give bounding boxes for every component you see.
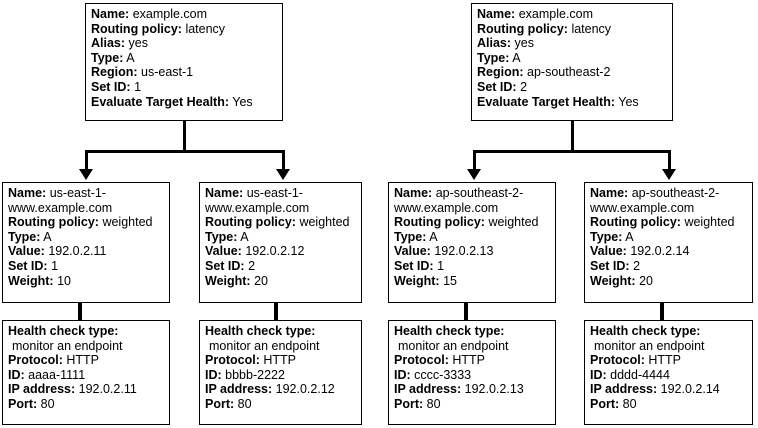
connector-stub-1 (274, 303, 278, 320)
health-check-node-3: Health check type: monitor an endpoint P… (584, 320, 753, 425)
field-region: Region: us-east-1 (91, 65, 194, 80)
field-evaluate-target-health: Evaluate Target Health: Yes (91, 94, 253, 109)
field-ip-address: IP address: 192.0.2.13 (394, 382, 524, 397)
field-set-id: Set ID: 2 (205, 258, 256, 273)
field-weight: Weight: 20 (590, 273, 653, 288)
field-health-check-type: Health check type: (8, 324, 119, 338)
field-weight: Weight: 10 (8, 273, 71, 288)
field-health-check-type-value: monitor an endpoint (594, 338, 705, 353)
connector-branch-right-0 (473, 150, 476, 171)
field-health-check-type-value: monitor an endpoint (209, 338, 320, 353)
field-routing-policy: Routing policy: weighted (8, 215, 153, 230)
field-name-continued: www.example.com (394, 200, 499, 215)
field-id: ID: bbbb-2222 (205, 367, 285, 382)
field-value: Value: 192.0.2.11 (8, 244, 107, 259)
field-set-id: Set ID: 2 (477, 79, 528, 94)
field-name: Name: us-east-1- (205, 186, 303, 200)
field-name-continued: www.example.com (205, 200, 310, 215)
health-check-node-1: Health check type: monitor an endpoint P… (199, 320, 362, 425)
field-weight: Weight: 20 (205, 273, 268, 288)
connector-stub-2 (464, 303, 468, 320)
field-weight: Weight: 15 (394, 273, 457, 288)
arrowhead-left-0 (79, 169, 93, 180)
field-id: ID: aaaa-1111 (8, 367, 86, 382)
field-ip-address: IP address: 192.0.2.14 (590, 382, 720, 397)
connector-trunk-left (183, 121, 186, 153)
field-name-continued: www.example.com (590, 200, 695, 215)
alias-record-node-1: Name: example.com Routing policy: latenc… (471, 3, 673, 121)
health-check-node-2: Health check type: monitor an endpoint P… (388, 320, 556, 425)
connector-branch-left-1 (282, 150, 285, 171)
field-port: Port: 80 (394, 396, 441, 411)
arrowhead-right-1 (662, 169, 676, 180)
field-set-id: Set ID: 2 (590, 258, 641, 273)
field-protocol: Protocol: HTTP (205, 353, 296, 368)
field-evaluate-target-health: Evaluate Target Health: Yes (477, 94, 639, 109)
connector-stub-3 (660, 303, 664, 320)
field-name: Name: example.com (477, 7, 594, 21)
field-health-check-type: Health check type: (205, 324, 316, 338)
field-port: Port: 80 (8, 396, 55, 411)
weighted-record-node-3: Name: ap-southeast-2- www.example.com Ro… (584, 182, 753, 303)
connector-stub-0 (78, 303, 82, 320)
field-name: Name: ap-southeast-2- (394, 186, 524, 200)
field-type: Type: A (477, 50, 521, 65)
field-value: Value: 192.0.2.13 (394, 244, 494, 259)
weighted-record-node-0: Name: us-east-1- www.example.com Routing… (2, 182, 170, 303)
field-region: Region: ap-southeast-2 (477, 65, 611, 80)
field-name: Name: ap-southeast-2- (590, 186, 720, 200)
connector-branch-right-1 (668, 150, 671, 171)
field-type: Type: A (8, 229, 52, 244)
field-routing-policy: Routing policy: weighted (590, 215, 735, 230)
weighted-record-node-2: Name: ap-southeast-2- www.example.com Ro… (388, 182, 556, 303)
field-name-continued: www.example.com (8, 200, 113, 215)
field-name: Name: example.com (91, 7, 208, 21)
weighted-record-node-1: Name: us-east-1- www.example.com Routing… (199, 182, 362, 303)
field-routing-policy: Routing policy: weighted (394, 215, 539, 230)
field-routing-policy: Routing policy: latency (91, 21, 226, 36)
field-value: Value: 192.0.2.12 (205, 244, 305, 259)
field-routing-policy: Routing policy: weighted (205, 215, 350, 230)
field-ip-address: IP address: 192.0.2.11 (8, 382, 137, 397)
field-alias: Alias: yes (91, 36, 148, 51)
field-port: Port: 80 (590, 396, 637, 411)
arrowhead-right-0 (467, 169, 481, 180)
field-routing-policy: Routing policy: latency (477, 21, 612, 36)
field-health-check-type-value: monitor an endpoint (12, 338, 123, 353)
field-health-check-type: Health check type: (590, 324, 701, 338)
field-health-check-type: Health check type: (394, 324, 505, 338)
field-value: Value: 192.0.2.14 (590, 244, 690, 259)
field-ip-address: IP address: 192.0.2.12 (205, 382, 335, 397)
connector-trunk-right (571, 121, 574, 153)
health-check-node-0: Health check type: monitor an endpoint P… (2, 320, 170, 425)
field-protocol: Protocol: HTTP (590, 353, 681, 368)
field-health-check-type-value: monitor an endpoint (398, 338, 509, 353)
connector-bar-left (85, 150, 285, 153)
field-set-id: Set ID: 1 (394, 258, 445, 273)
field-alias: Alias: yes (477, 36, 534, 51)
connector-branch-left-0 (85, 150, 88, 171)
field-id: ID: cccc-3333 (394, 367, 472, 382)
field-id: ID: dddd-4444 (590, 367, 670, 382)
arrowhead-left-1 (276, 169, 290, 180)
field-type: Type: A (590, 229, 634, 244)
connector-bar-right (473, 150, 671, 153)
field-port: Port: 80 (205, 396, 252, 411)
field-set-id: Set ID: 1 (8, 258, 59, 273)
alias-record-node-0: Name: example.com Routing policy: latenc… (85, 3, 283, 121)
field-type: Type: A (394, 229, 438, 244)
field-protocol: Protocol: HTTP (394, 353, 485, 368)
field-protocol: Protocol: HTTP (8, 353, 99, 368)
field-type: Type: A (91, 50, 135, 65)
field-name: Name: us-east-1- (8, 186, 106, 200)
field-set-id: Set ID: 1 (91, 79, 142, 94)
field-type: Type: A (205, 229, 249, 244)
